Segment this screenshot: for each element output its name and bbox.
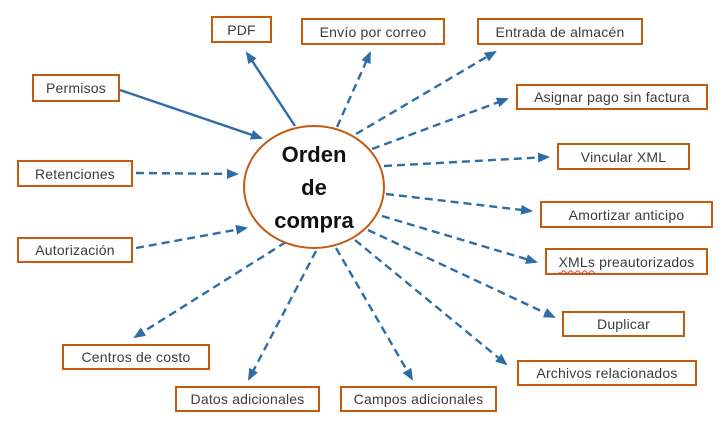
arrow-entrada-de-almacen: [355, 50, 497, 136]
arrow-xmls-preautorizados: [381, 214, 538, 264]
node-duplicar: Duplicar: [562, 311, 685, 337]
node-amortizar-anticipo: Amortizar anticipo: [540, 201, 713, 228]
hub-orden-de-compra: Orden de compra: [243, 125, 385, 249]
arrow-datos-adicionales: [247, 250, 318, 381]
node-vincular-xml: Vincular XML: [557, 143, 690, 170]
arrow-campos-adicionales: [334, 247, 414, 381]
arrow-centros-de-costo: [133, 240, 287, 339]
node-label-rest: preautorizados: [599, 253, 695, 270]
node-retenciones: Retenciones: [17, 160, 133, 187]
arrow-asignar-pago-sin-factura: [371, 97, 509, 151]
node-archivos-relacionados: Archivos relacionados: [517, 360, 697, 386]
arrow-archivos-relacionados: [354, 239, 508, 366]
node-datos-adicionales: Datos adicionales: [175, 386, 320, 412]
node-autorizacion: Autorización: [17, 237, 133, 263]
hub-label-line: compra: [274, 207, 354, 233]
arrow-autorizacion: [135, 224, 248, 250]
arrow-vincular-xml: [383, 152, 550, 168]
arrow-pdf: [245, 51, 297, 127]
node-campos-adicionales: Campos adicionales: [340, 386, 497, 412]
misspelled-word: XMLs: [558, 253, 596, 270]
hub-label-line: Orden: [281, 141, 347, 167]
node-xmls-preautorizados: XMLs preautorizados: [545, 248, 708, 275]
arrow-retenciones: [135, 168, 239, 179]
arrow-amortizar-anticipo: [385, 192, 533, 215]
node-centros-de-costo: Centros de costo: [62, 344, 210, 370]
node-permisos: Permisos: [32, 74, 120, 102]
node-entrada-de-almacen: Entrada de almacén: [477, 18, 643, 45]
node-pdf: PDF: [211, 16, 272, 43]
node-envio-por-correo: Envío por correo: [301, 18, 445, 45]
arrow-duplicar: [367, 228, 556, 319]
arrow-envio-por-correo: [335, 51, 372, 128]
arrow-permisos: [119, 88, 263, 140]
hub-label-line: de: [301, 174, 327, 200]
node-asignar-pago-sin-factura: Asignar pago sin factura: [516, 84, 708, 110]
